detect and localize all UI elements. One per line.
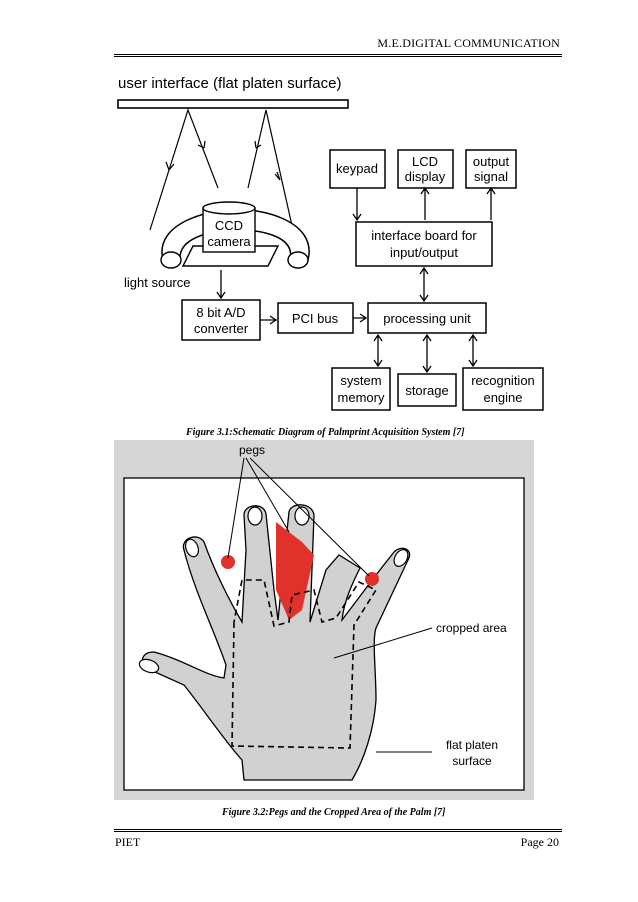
connector-arrows — [216, 186, 496, 374]
page-number: Page 20 — [520, 835, 559, 849]
palm-pegs-figure: pegs cropped area flat platen surface — [114, 440, 534, 800]
recognition-box — [462, 367, 544, 411]
recognition-label: recognition — [471, 373, 535, 388]
acquisition-system-diagram: user interface (flat platen surface) CCD… — [117, 75, 544, 411]
interface-board-box — [355, 221, 493, 267]
header-rule — [114, 54, 562, 57]
interface-label-2: input/output — [390, 245, 458, 260]
interface-label: interface board for — [371, 228, 477, 243]
system-memory-label: system — [340, 373, 381, 388]
recognition-label-2: engine — [483, 390, 522, 405]
output-label-2: signal — [474, 169, 508, 184]
ccd-label: CCD — [215, 218, 243, 233]
footer-rule — [114, 829, 562, 832]
cropped-leader-line — [333, 627, 433, 659]
platen-label-2: surface — [452, 754, 492, 768]
left-peg — [221, 555, 235, 569]
storage-box — [397, 373, 457, 407]
processing-label: processing unit — [383, 311, 471, 326]
cropped-area-label: cropped area — [436, 621, 507, 635]
light-rays — [149, 108, 294, 231]
running-header: M.E.DIGITAL COMMUNICATION — [377, 36, 560, 50]
keypad-label: keypad — [336, 161, 378, 176]
output-label: output — [473, 154, 510, 169]
cropped-area-outline — [231, 579, 378, 749]
output-box — [465, 149, 517, 189]
processing-box — [367, 302, 487, 334]
fingernails — [138, 506, 409, 674]
light-source-label: light source — [124, 275, 190, 290]
pegs-label: pegs — [239, 443, 265, 457]
middle-peg-region — [276, 522, 314, 620]
platen-title: user interface (flat platen surface) — [118, 75, 341, 92]
system-memory-box — [331, 367, 391, 411]
peg-leader-lines — [227, 457, 370, 577]
lcd-label: LCD — [412, 154, 438, 169]
lcd-label-2: display — [405, 169, 446, 184]
camera-assembly: CCD camera — [160, 201, 310, 269]
footer-institution: PIET — [115, 835, 141, 849]
keypad-box — [329, 149, 386, 189]
adc-label: 8 bit A/D — [196, 305, 245, 320]
camera-label: camera — [207, 234, 251, 249]
storage-label: storage — [405, 383, 448, 398]
lcd-box — [397, 149, 454, 189]
hand-shape — [141, 504, 411, 781]
adc-box — [181, 299, 261, 341]
system-memory-label-2: memory — [338, 390, 385, 405]
platen-label: flat platen — [446, 738, 498, 752]
figure2-caption: Figure 3.2:Pegs and the Cropped Area of … — [222, 807, 446, 818]
platen-surface — [117, 99, 349, 109]
adc-label-2: converter — [194, 321, 249, 336]
pci-label: PCI bus — [292, 311, 339, 326]
figure1-caption: Figure 3.1:Schematic Diagram of Palmprin… — [186, 427, 465, 438]
